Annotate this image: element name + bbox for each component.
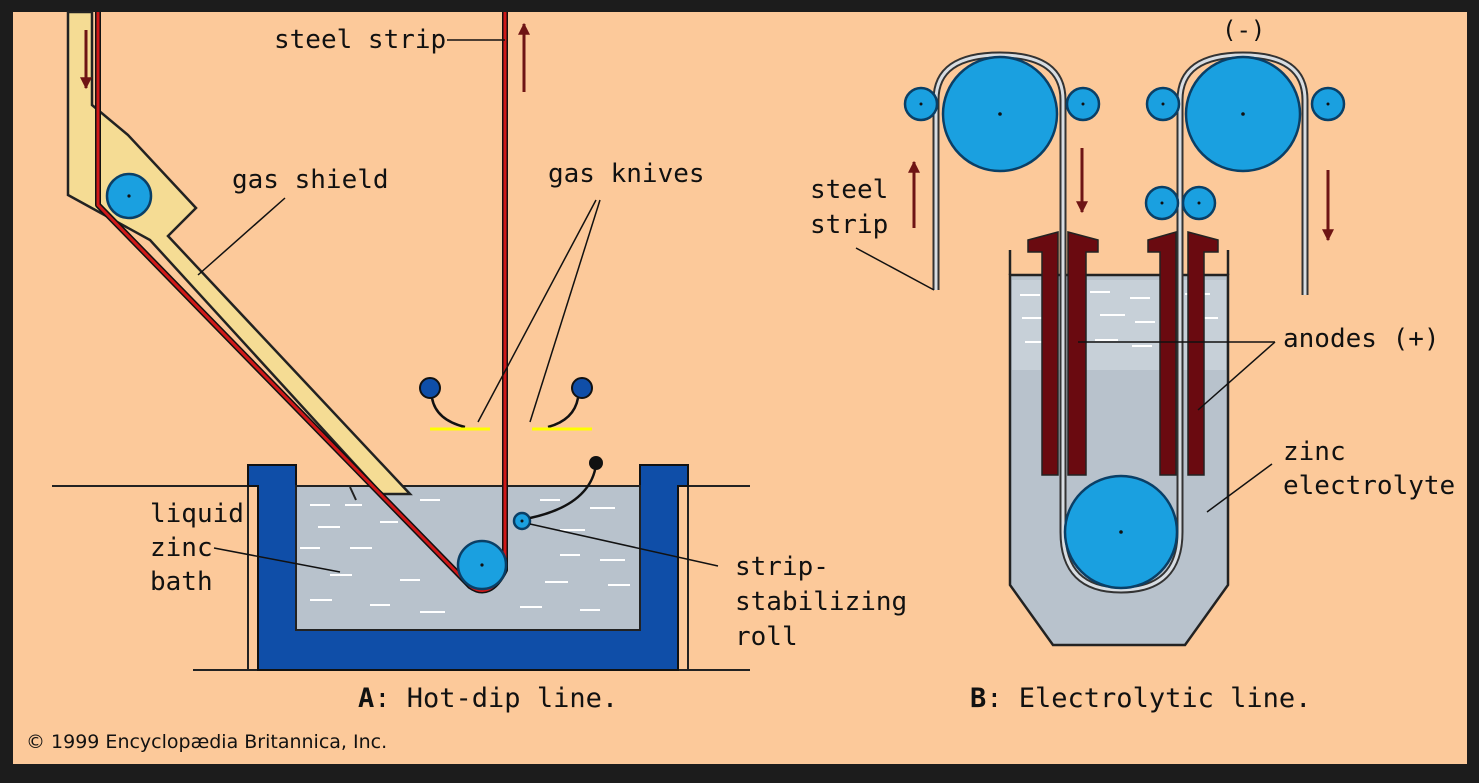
caption-a: A: Hot-dip line.: [358, 683, 618, 714]
leader-gas-shield: [197, 197, 286, 276]
leader-gas-knives-2: [529, 199, 601, 423]
label-zinc: zinc: [1283, 437, 1346, 467]
label-liquid-line-3: bath: [150, 567, 213, 597]
leader-electrolyte: [1206, 463, 1273, 513]
label-steel-strip-b-1: steel: [810, 175, 888, 205]
panel-a: steel strip gas shield gas knives liquid…: [52, 10, 907, 714]
label-stabilizing-line-1: strip-: [735, 552, 829, 582]
gas-shield: [66, 10, 413, 496]
leader-stabilizing-roll: [529, 523, 719, 567]
leader-liquid-zinc: [213, 547, 341, 573]
steel-strip-electrolytic-core: [934, 53, 1307, 592]
leader-steel-strip-b: [855, 247, 935, 291]
panel-b: (-) steel strip anodes (+) zinc electrol…: [810, 16, 1455, 714]
caption-b-text: : Electrolytic line.: [986, 683, 1311, 714]
stabilizer-pivot: [589, 456, 603, 470]
label-negative: (-): [1222, 16, 1265, 44]
label-steel-strip-a: steel strip: [274, 25, 446, 55]
guide-roll-centers: [919, 102, 1330, 205]
upper-guide-roll: [105, 172, 153, 220]
label-gas-shield: gas shield: [232, 165, 389, 195]
leader-gas-knives-1: [477, 199, 597, 423]
anode-1: [1027, 231, 1059, 476]
snout-edge: [349, 486, 357, 501]
label-liquid-line-1: liquid: [150, 499, 244, 529]
label-stabilizing-line-2: stabilizing: [735, 587, 907, 617]
caption-b: B: Electrolytic line.: [970, 683, 1311, 714]
label-liquid-line-2: zinc: [150, 533, 213, 563]
anode-3: [1147, 231, 1177, 476]
gas-knife-left: [419, 377, 490, 431]
leader-anodes-2: [1197, 341, 1276, 411]
anode-2: [1067, 231, 1099, 476]
label-gas-knives: gas knives: [548, 159, 705, 189]
label-steel-strip-b-2: strip: [810, 210, 888, 240]
electrolyte-sink-roll: [1063, 474, 1179, 590]
gas-knife-right: [532, 377, 593, 431]
conductor-roll-1: [941, 55, 1059, 173]
liquid-ripples: [300, 499, 630, 613]
caption-b-letter: B: [970, 683, 986, 714]
strip-stabilizing-roll: [512, 511, 532, 531]
caption-a-letter: A: [358, 683, 374, 714]
label-stabilizing-line-3: roll: [735, 622, 798, 652]
label-electrolyte: electrolyte: [1283, 471, 1455, 501]
copyright-notice: © 1999 Encyclopædia Britannica, Inc.: [26, 731, 387, 753]
stabilizer-arm: [529, 464, 598, 520]
sink-roll: [456, 539, 508, 591]
label-anodes: anodes (+): [1283, 324, 1440, 354]
conductor-roll-2: [1184, 55, 1302, 173]
anode-4: [1187, 231, 1219, 476]
caption-a-text: : Hot-dip line.: [374, 683, 618, 714]
